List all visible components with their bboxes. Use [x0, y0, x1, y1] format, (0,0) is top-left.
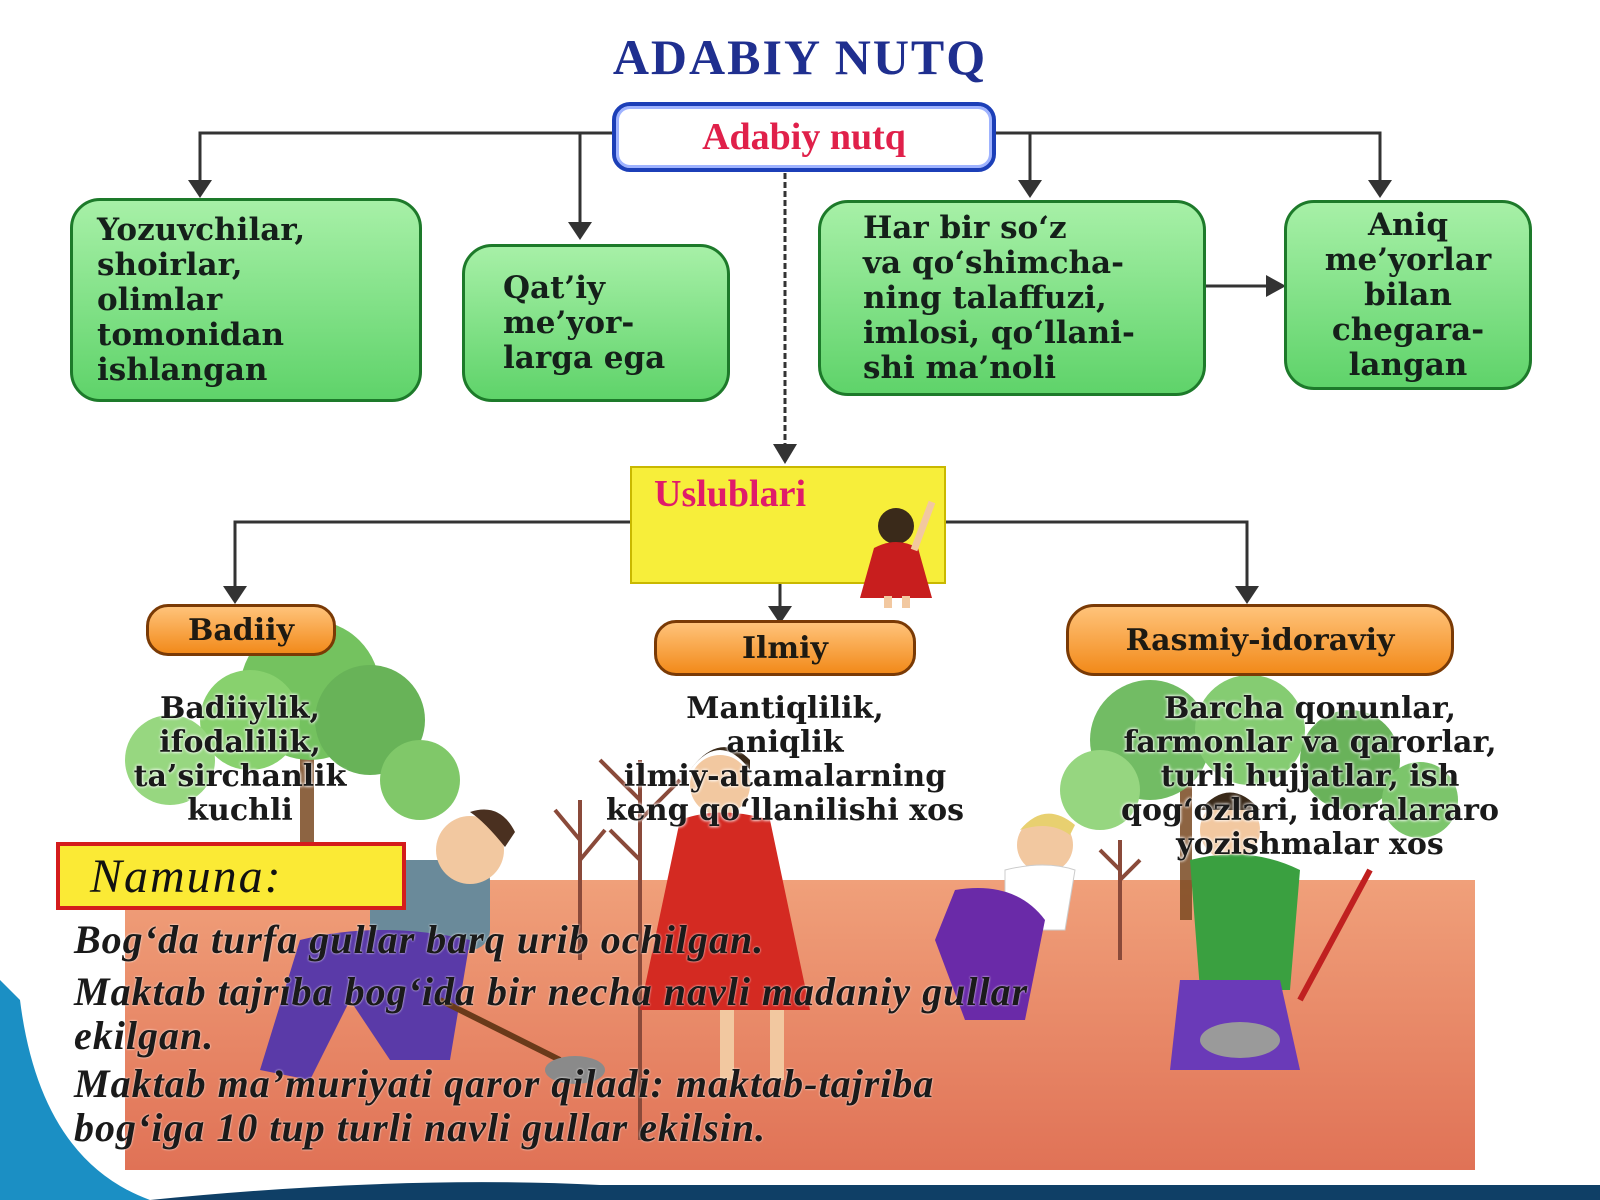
feature-box-pronunciation: Har bir so‘z va qo‘shimcha- ning talaffu…: [818, 200, 1206, 396]
girl-writing-icon: [860, 500, 936, 608]
child-left-digging: [260, 809, 605, 1084]
root-node-label: Adabiy nutq: [702, 116, 906, 158]
example-label-box: Namuna:: [56, 842, 406, 910]
style-description-rasmiy: Barcha qonunlar, farmonlar va qarorlar, …: [1121, 691, 1499, 862]
styles-node-label: Uslublari: [654, 473, 807, 515]
arrow-head: [768, 606, 792, 624]
feature-box-authors: Yozuvchilar, shoirlar, olimlar tomonidan…: [70, 198, 422, 402]
child-far-right: [1170, 792, 1373, 1070]
example-sentence-2: Maktab tajriba bog‘ida bir necha navli m…: [74, 969, 1029, 1058]
feature-box-defined-norms: Aniq me’yorlar bilan chegara- langan: [1284, 200, 1532, 390]
arrow-head: [188, 180, 212, 198]
child-right-boy: [935, 813, 1076, 1020]
example-sentence-3: Maktab ma’muriyati qaror qiladi: maktab-…: [74, 1061, 935, 1150]
style-node-ilmiy: Ilmiy: [654, 620, 916, 676]
arrow-head: [1266, 275, 1286, 297]
style-description-badiiy: Badiiylik, ifodalilik, ta’sirchanlik kuc…: [133, 691, 347, 828]
arrow-head: [223, 586, 247, 604]
style-node-label: Rasmiy-idoraviy: [1125, 622, 1395, 658]
tree-right: [1060, 675, 1458, 920]
arrow-head: [1368, 180, 1392, 198]
slide-corner-accent: [0, 980, 150, 1200]
style-node-label: Ilmiy: [741, 630, 828, 666]
saplings: [553, 758, 1142, 1140]
style-node-label: Badiiy: [188, 612, 294, 648]
page-title: ADABIY NUTQ: [612, 29, 988, 85]
style-node-rasmiy: Rasmiy-idoraviy: [1066, 604, 1454, 676]
example-sentence-1: Bog‘da turfa gullar barq urib ochilgan.: [74, 917, 765, 962]
style-node-badiiy: Badiiy: [146, 604, 336, 656]
arrow-head: [568, 222, 592, 240]
style-description-ilmiy: Mantiqlilik, aniqlik ilmiy-atamalarning …: [605, 691, 965, 828]
root-node: Adabiy nutq: [612, 102, 996, 172]
feature-box-strict-norms: Qat’iy me’yor- larga ega: [462, 244, 730, 402]
slide-bottom-bar: [150, 1182, 1600, 1200]
arrow-head: [1235, 586, 1259, 604]
child-middle-girl: [640, 747, 810, 1080]
arrow-head: [1018, 180, 1042, 198]
styles-node: Uslublari: [630, 466, 946, 608]
arrow-head: [773, 444, 797, 464]
example-label: Namuna:: [90, 849, 283, 903]
